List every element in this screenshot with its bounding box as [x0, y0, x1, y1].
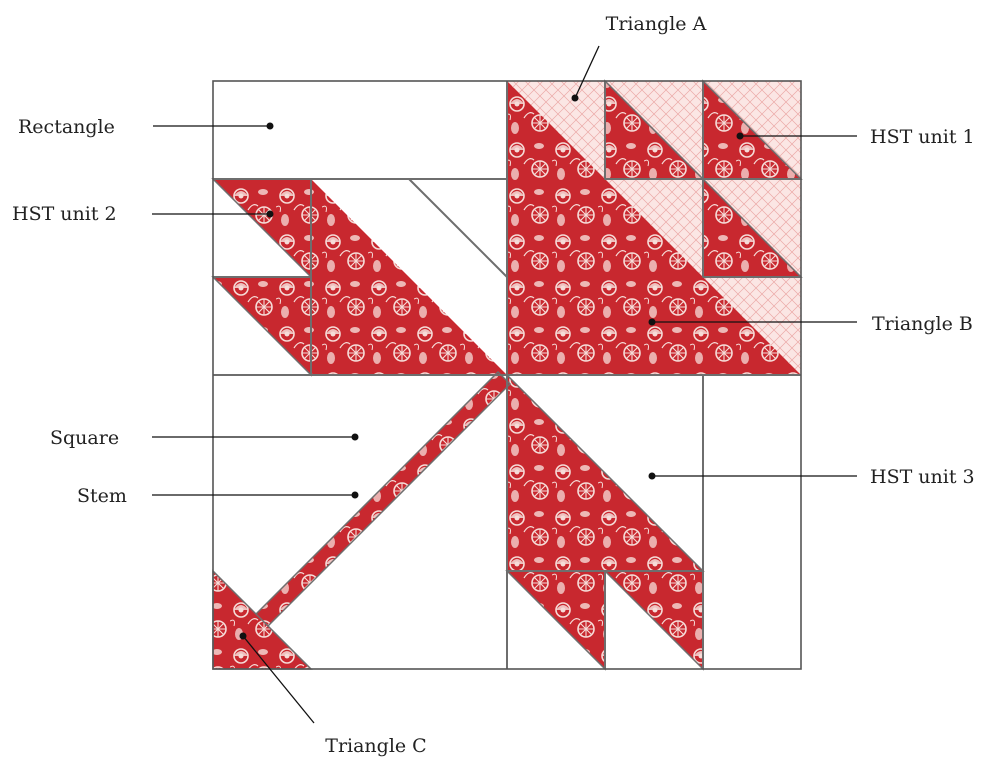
label-triangle-c: Triangle C — [325, 735, 426, 757]
callout-triangle-c: Triangle C — [239, 632, 427, 757]
callout-stem: Stem — [77, 485, 359, 507]
callout-square: Square — [50, 427, 359, 449]
label-triangle-a: Triangle A — [606, 13, 707, 35]
callout-hst-unit-1: HST unit 1 — [736, 126, 975, 148]
label-hst-unit-1: HST unit 1 — [870, 126, 975, 148]
callout-rectangle: Rectangle — [18, 116, 274, 138]
label-hst-unit-3: HST unit 3 — [870, 466, 975, 488]
block-outline — [212, 80, 802, 670]
callout-triangle-b: Triangle B — [648, 313, 973, 335]
label-stem: Stem — [77, 485, 127, 507]
triangle-b-shape — [507, 81, 801, 375]
seam-lines — [213, 81, 801, 669]
label-hst-unit-2: HST unit 2 — [12, 203, 117, 225]
callout-hst-unit-3: HST unit 3 — [648, 466, 975, 488]
callout-hst-unit-2: HST unit 2 — [12, 203, 274, 225]
label-triangle-b: Triangle B — [872, 313, 973, 335]
callout-triangle-a: Triangle A — [571, 13, 707, 102]
label-rectangle: Rectangle — [18, 116, 115, 138]
label-square: Square — [50, 427, 119, 449]
